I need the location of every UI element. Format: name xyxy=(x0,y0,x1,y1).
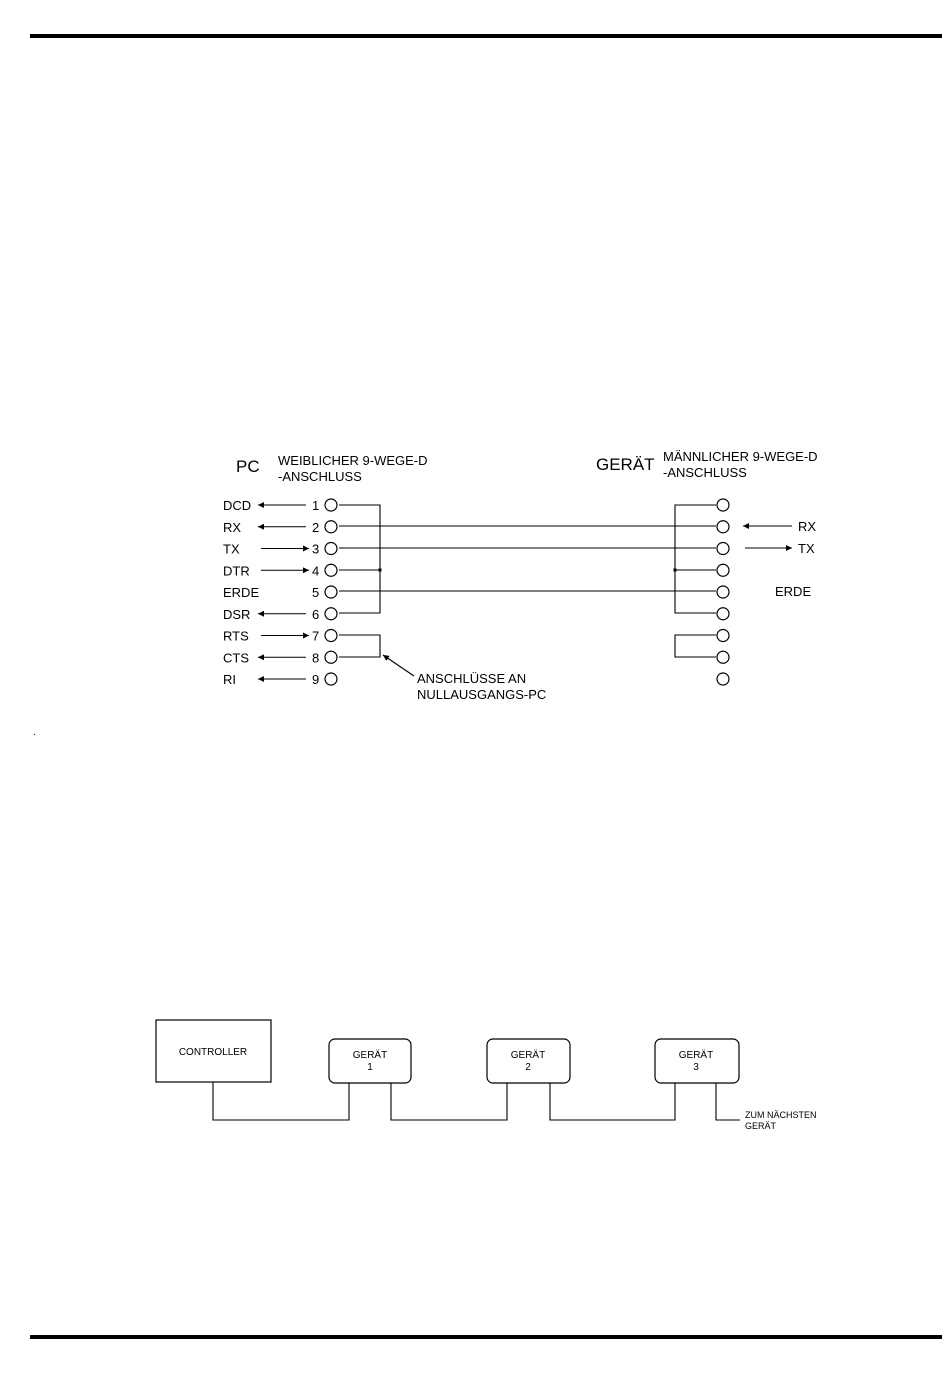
wiring xyxy=(339,505,716,676)
device-pin-circle xyxy=(717,586,729,598)
device-3-box xyxy=(655,1039,739,1083)
device-3-number: 3 xyxy=(693,1062,699,1073)
pc-signal-name: RX xyxy=(223,520,241,535)
device-tx-label: TX xyxy=(798,541,815,556)
pc-signal-row: RX 2 xyxy=(223,520,337,535)
pc-signal-row: DCD 1 xyxy=(223,498,337,513)
device-title: GERÄT xyxy=(596,455,655,474)
pc-pin-circle xyxy=(325,521,337,533)
device-signal-rx: RX xyxy=(743,519,816,534)
device-signal-tx: TX xyxy=(745,541,815,556)
next-device-line-1: ZUM NÄCHSTEN xyxy=(745,1110,817,1120)
device-2-label: GERÄT xyxy=(511,1049,545,1061)
pc-signal-row: RTS 7 xyxy=(223,629,337,644)
pc-signal-name: RTS xyxy=(223,629,249,644)
pc-loop-1-4-6 xyxy=(339,505,380,613)
pc-pin-circle xyxy=(325,673,337,685)
note-pointer-arrow xyxy=(383,655,414,676)
device-1-box xyxy=(329,1039,411,1083)
device-pin-circle xyxy=(717,543,729,555)
pc-signal-name: DCD xyxy=(223,498,251,513)
pc-signal-row: CTS 8 xyxy=(223,650,337,665)
device-connector-line-2: -ANSCHLUSS xyxy=(663,465,747,480)
device-box-3: GERÄT 3 xyxy=(655,1039,739,1083)
device-pin-circle xyxy=(717,521,729,533)
device-pin-circle xyxy=(717,673,729,685)
pc-pin-circle xyxy=(325,564,337,576)
next-device-line-2: GERÄT xyxy=(745,1121,777,1131)
device-pin-column xyxy=(717,499,729,685)
pc-pin-number: 4 xyxy=(312,563,319,578)
device-1-label: GERÄT xyxy=(353,1049,387,1061)
device-2-box xyxy=(487,1039,570,1083)
pc-pin-number: 1 xyxy=(312,498,319,513)
pc-signal-row: ERDE 5 xyxy=(223,585,337,600)
pc-pin-number: 9 xyxy=(312,672,319,687)
pc-signal-row: DTR 4 xyxy=(223,563,337,578)
pc-pin-circle xyxy=(325,651,337,663)
device-connector-line-1: MÄNNLICHER 9-WEGE-D xyxy=(663,449,818,464)
pc-signal-name: DSR xyxy=(223,607,250,622)
pc-signal-row: RI 9 xyxy=(223,672,337,687)
pc-pin-circle xyxy=(325,586,337,598)
device-box-1: GERÄT 1 xyxy=(329,1039,411,1083)
cable-device2-device3 xyxy=(550,1083,675,1120)
device-loop-7-8 xyxy=(675,635,716,657)
device-rx-label: RX xyxy=(798,519,816,534)
controller-label: CONTROLLER xyxy=(179,1047,247,1058)
pc-junction-dot xyxy=(379,569,382,572)
cable-device3-next xyxy=(716,1083,740,1120)
device-pin-circle xyxy=(717,564,729,576)
pc-signal-name: ERDE xyxy=(223,585,259,600)
note-line-1: ANSCHLÜSSE AN xyxy=(417,671,526,686)
device-erde-label: ERDE xyxy=(775,584,811,599)
pc-pin-number: 3 xyxy=(312,542,319,557)
pc-signal-row: TX 3 xyxy=(223,542,337,557)
pc-signal-row: DSR 6 xyxy=(223,607,337,622)
pc-connector-line-1: WEIBLICHER 9-WEGE-D xyxy=(278,453,428,468)
pc-loop-7-8 xyxy=(339,635,380,657)
pc-pin-number: 6 xyxy=(312,607,319,622)
pc-pin-number: 8 xyxy=(312,650,319,665)
pc-connector-line-2: -ANSCHLUSS xyxy=(278,469,362,484)
pc-pin-circle xyxy=(325,630,337,642)
pc-signal-name: RI xyxy=(223,672,236,687)
device-2-number: 2 xyxy=(525,1062,531,1073)
cable-controller-device1 xyxy=(213,1082,349,1120)
pc-pin-circle xyxy=(325,543,337,555)
device-junction-dot xyxy=(674,569,677,572)
device-1-number: 1 xyxy=(367,1062,373,1073)
pc-title: PC xyxy=(236,457,260,476)
pc-pin-circle xyxy=(325,499,337,511)
daisy-chain-diagram: CONTROLLER GERÄT 1 GERÄT 2 GERÄT 3 ZUM N… xyxy=(156,1020,817,1131)
pc-signal-name: TX xyxy=(223,542,240,557)
pc-pin-number: 5 xyxy=(312,585,319,600)
note-line-2: NULLAUSGANGS-PC xyxy=(417,687,546,702)
pc-pin-number: 7 xyxy=(312,629,319,644)
pc-signal-name: DTR xyxy=(223,563,250,578)
pc-signal-name: CTS xyxy=(223,650,249,665)
pinout-diagram: PC WEIBLICHER 9-WEGE-D -ANSCHLUSS GERÄT … xyxy=(223,449,818,702)
device-box-2: GERÄT 2 xyxy=(487,1039,570,1083)
cable-device1-device2 xyxy=(391,1083,507,1120)
device-pin-circle xyxy=(717,651,729,663)
device-pin-circle xyxy=(717,499,729,511)
device-pin-circle xyxy=(717,630,729,642)
pc-pin-circle xyxy=(325,608,337,620)
pc-pin-number: 2 xyxy=(312,520,319,535)
device-pin-circle xyxy=(717,608,729,620)
device-loop-1-4-6 xyxy=(675,505,716,613)
device-3-label: GERÄT xyxy=(679,1049,713,1061)
